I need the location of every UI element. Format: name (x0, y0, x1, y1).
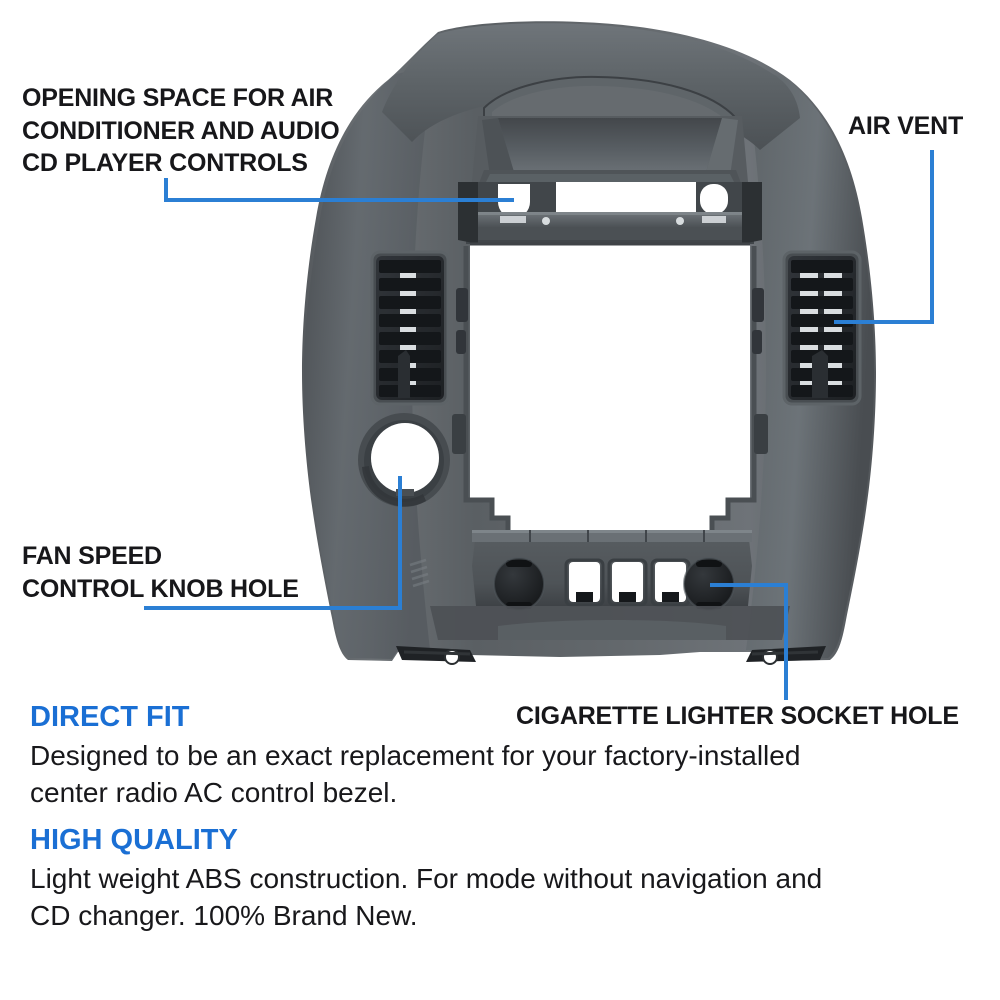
callout-label-opening-space: OPENING SPACE FOR AIR CONDITIONER AND AU… (22, 84, 340, 177)
leader-line-opening (164, 178, 514, 202)
switch-cutouts (564, 558, 691, 607)
left-socket-hole (493, 557, 545, 611)
feature-body-direct-fit: Designed to be an exact replacement for … (30, 740, 801, 808)
right-air-vent (782, 250, 862, 406)
center-main-opening (463, 242, 757, 532)
callout-label-fan-speed: FAN SPEED CONTROL KNOB HOLE (22, 542, 299, 603)
leader-line-cigarette-lighter (710, 583, 788, 700)
fan-knob-hole (358, 413, 450, 507)
bezel-illustration (144, 21, 934, 700)
switch-cutout-1 (564, 558, 605, 607)
lower-switch-panel (472, 530, 752, 611)
callout-label-cigarette-lighter: CIGARETTE LIGHTER SOCKET HOLE (516, 702, 959, 730)
product-photo (144, 21, 934, 700)
feature-heading-high-quality: HIGH QUALITY (30, 824, 238, 856)
left-panel-ribs (409, 558, 430, 588)
right-socket-hole (683, 557, 735, 611)
leader-lines (144, 150, 934, 700)
callout-label-air-vent: AIR VENT (848, 112, 964, 140)
feature-body-high-quality: Light weight ABS construction. For mode … (30, 863, 823, 931)
top-storage-tray (472, 116, 748, 186)
feature-description-block: DIRECT FIT Designed to be an exact repla… (30, 700, 970, 946)
switch-cutout-2 (607, 558, 648, 607)
leader-line-fan-speed (144, 476, 402, 610)
leader-line-air-vent (834, 150, 934, 324)
upper-radio-opening (458, 182, 762, 244)
side-clips (452, 288, 768, 454)
bottom-apron (396, 606, 826, 665)
feature-heading-direct-fit: DIRECT FIT (30, 701, 190, 733)
left-air-vent (370, 250, 450, 406)
